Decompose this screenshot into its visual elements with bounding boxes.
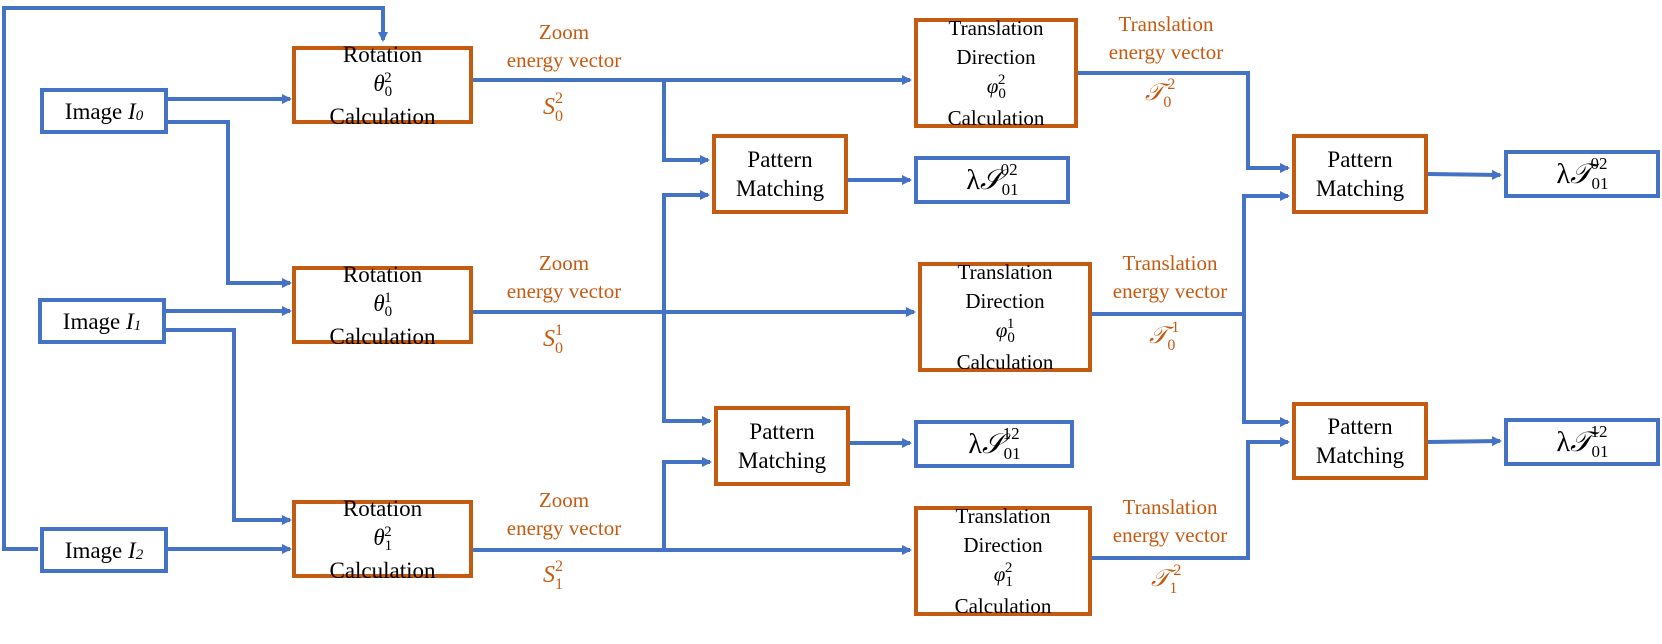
image-sub: 0 [135, 107, 144, 124]
pm4-out4-connector [1427, 436, 1502, 447]
zoom-sym-01: S01 [543, 322, 563, 357]
s02-pm1-connector [662, 80, 710, 165]
rotation-box-12: Rotation θ12 Calculation [292, 496, 473, 583]
rotation-line2: Calculation [329, 323, 436, 349]
translation-sym-01: 𝒯01 [1149, 319, 1180, 354]
translation-sym-02: 𝒯02 [1145, 76, 1176, 111]
image-var: I [128, 537, 136, 563]
i1-rot12-connector [166, 328, 292, 525]
image-sub: 2 [135, 546, 144, 563]
image-var: I [128, 98, 136, 124]
pm3-out3-connector [1427, 169, 1502, 180]
translation-box-02: Translation Direction φ02 Calculation [914, 16, 1078, 130]
translation-box-01: Translation Direction φ01 Calculation [918, 260, 1092, 374]
rotation-box-02: Rotation θ02 Calculation [292, 42, 473, 129]
translation-sym-12: 𝒯12 [1151, 562, 1182, 597]
rotation-line2: Calculation [329, 103, 436, 129]
image-sub: 1 [133, 317, 142, 334]
t02-pm3-connector [1078, 71, 1290, 173]
t01-pm3-connector [1092, 191, 1290, 316]
zoom-sym-12: S12 [543, 558, 563, 593]
s01-pm2-connector [662, 312, 712, 426]
rotation-line1: Rotation θ02 [342, 41, 423, 100]
translation-box-12: Translation Direction φ12 Calculation [914, 504, 1092, 618]
rotation-line2: Calculation [329, 557, 436, 583]
t12-pm4-connector [1092, 437, 1290, 560]
t01-pm4-connector [1242, 314, 1290, 427]
image-var: I [126, 308, 134, 334]
image-label: Image [62, 308, 121, 334]
image-label: Image [64, 537, 123, 563]
i0-rot01-connector [168, 120, 292, 288]
rotation-line1: Rotation θ01 [342, 261, 423, 320]
image-label: Image [64, 98, 123, 124]
zoom-sym-02: S02 [543, 90, 563, 125]
loop-connector [2, 6, 388, 551]
rotation-box-01: Rotation θ01 Calculation [292, 262, 473, 349]
s01-pm1-connector [662, 190, 710, 312]
s12-pm2-connector [662, 457, 712, 550]
rotation-line1: Rotation θ12 [342, 495, 423, 554]
